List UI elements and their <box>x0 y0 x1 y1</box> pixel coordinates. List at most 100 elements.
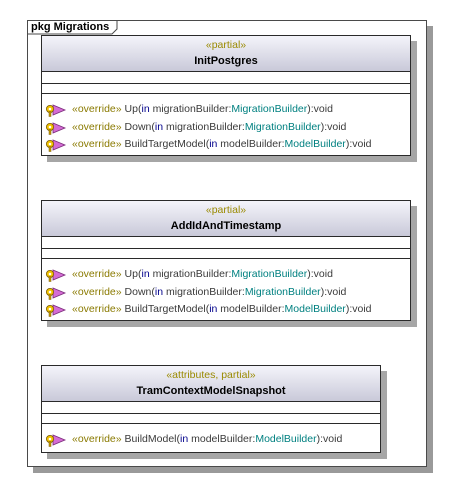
operation-paren-open: ( <box>151 120 155 133</box>
operation-return-type: :void <box>349 303 372 315</box>
operation-return-type: :void <box>320 433 343 445</box>
operation-paren-close: ) <box>345 138 350 150</box>
param-type: MigrationBuilder <box>244 120 321 133</box>
operation-row[interactable]: «override» BuildTargetModel(in modelBuil… <box>42 301 410 319</box>
operation-paren-close: ) <box>316 433 321 445</box>
param-type: MigrationBuilder <box>231 103 308 115</box>
operations-compartment: «override» BuildModel(in modelBuilder:Mo… <box>42 424 380 449</box>
operation-paren-close: ) <box>307 268 311 280</box>
operation-modifier: «override» <box>72 268 122 280</box>
package-tab: pkg Migrations <box>28 21 118 35</box>
param-colon: : <box>228 268 232 280</box>
protected-operation-icon <box>46 269 67 282</box>
operation-modifier: «override» <box>72 433 122 445</box>
class-name[interactable]: TramContextModelSnapshot <box>136 385 286 397</box>
param-direction: in <box>209 138 218 150</box>
attributes-compartment <box>42 402 380 414</box>
operation-modifier: «override» <box>72 120 122 133</box>
operation-return-type: :void <box>349 138 372 150</box>
operation-row[interactable]: «override» Down(in migrationBuilder:Migr… <box>42 119 410 137</box>
protected-operation-icon <box>46 121 67 135</box>
operation-return-type: :void <box>310 103 333 115</box>
param-direction: in <box>154 120 164 133</box>
operation-paren-open: ( <box>205 138 210 150</box>
operation-paren-open: ( <box>176 433 181 445</box>
operation-paren-close: ) <box>345 303 350 315</box>
attributes-compartment <box>42 237 410 249</box>
operation-modifier: «override» <box>72 138 122 150</box>
operation-name: BuildTargetModel <box>124 138 206 150</box>
properties-compartment <box>42 414 380 424</box>
properties-compartment <box>42 249 410 259</box>
class-box-initpostgres[interactable]: «partial» InitPostgres «override» Up(in … <box>41 35 411 156</box>
operation-paren-open: ( <box>137 268 142 280</box>
class-box-tramcontextmodelsnapshot[interactable]: «attributes, partial» TramContextModelSn… <box>41 365 381 453</box>
param-direction: in <box>209 303 218 315</box>
param-direction: in <box>154 285 164 298</box>
class-header: «partial» InitPostgres <box>42 36 410 72</box>
package-tab-border <box>28 21 118 35</box>
param-colon: : <box>281 303 285 315</box>
operations-compartment: «override» Up(in migrationBuilder:Migrat… <box>42 94 410 154</box>
param-colon: : <box>241 120 245 133</box>
operation-row[interactable]: «override» Up(in migrationBuilder:Migrat… <box>42 101 410 119</box>
param-name: migrationBuilder <box>152 268 229 280</box>
param-colon: : <box>228 103 232 115</box>
operation-return-type: :void <box>310 268 333 280</box>
param-name: modelBuilder <box>220 138 282 150</box>
class-stereotype: «attributes, partial» <box>166 369 256 381</box>
param-type: ModelBuilder <box>284 303 346 315</box>
class-header: «partial» AddIdAndTimestamp <box>42 201 410 237</box>
operation-paren-open: ( <box>137 103 142 115</box>
package-title: pkg Migrations <box>31 21 110 33</box>
package-shadow-right <box>427 26 433 473</box>
param-name: migrationBuilder <box>166 285 242 298</box>
operation-return-type: :void <box>324 120 347 133</box>
class-stereotype: «partial» <box>205 39 247 51</box>
operation-row[interactable]: «override» BuildTargetModel(in modelBuil… <box>42 136 410 154</box>
param-type: ModelBuilder <box>284 138 346 150</box>
operation-name: Up <box>124 268 138 280</box>
class-box-addidandtimestamp[interactable]: «partial» AddIdAndTimestamp «override» U… <box>41 200 411 321</box>
operation-name: BuildModel <box>124 433 177 445</box>
properties-compartment <box>42 84 410 94</box>
operation-name: Down <box>124 285 152 298</box>
class-header: «attributes, partial» TramContextModelSn… <box>42 366 380 402</box>
protected-operation-icon <box>46 286 67 300</box>
param-name: modelBuilder <box>220 303 282 315</box>
class-name[interactable]: AddIdAndTimestamp <box>170 220 282 232</box>
param-colon: : <box>281 138 285 150</box>
operation-paren-open: ( <box>205 303 210 315</box>
operation-return-type: :void <box>324 285 347 298</box>
attributes-compartment <box>42 72 410 84</box>
operation-name: Up <box>124 103 138 115</box>
operation-name: BuildTargetModel <box>124 303 206 315</box>
protected-operation-icon <box>46 139 67 152</box>
package-shadow-bottom <box>33 467 433 473</box>
operation-paren-close: ) <box>320 120 325 133</box>
param-colon: : <box>241 285 245 298</box>
param-type: ModelBuilder <box>255 433 317 445</box>
protected-operation-icon <box>46 304 67 317</box>
param-direction: in <box>141 268 150 280</box>
operation-row[interactable]: «override» Up(in migrationBuilder:Migrat… <box>42 266 410 284</box>
param-direction: in <box>180 433 189 445</box>
operation-row[interactable]: «override» Down(in migrationBuilder:Migr… <box>42 284 410 302</box>
operation-modifier: «override» <box>72 303 122 315</box>
operation-name: Down <box>124 120 152 133</box>
operation-paren-open: ( <box>151 285 155 298</box>
param-name: modelBuilder <box>191 433 253 445</box>
operation-modifier: «override» <box>72 285 122 298</box>
operation-paren-close: ) <box>320 285 325 298</box>
param-type: MigrationBuilder <box>231 268 308 280</box>
operation-row[interactable]: «override» BuildModel(in modelBuilder:Mo… <box>42 431 380 449</box>
param-name: migrationBuilder <box>152 103 229 115</box>
class-name[interactable]: InitPostgres <box>194 55 258 67</box>
param-type: MigrationBuilder <box>244 285 321 298</box>
protected-operation-icon <box>46 434 67 447</box>
class-stereotype: «partial» <box>205 204 247 216</box>
param-name: migrationBuilder <box>166 120 242 133</box>
operation-paren-close: ) <box>307 103 311 115</box>
protected-operation-icon <box>46 104 67 117</box>
param-colon: : <box>252 433 256 445</box>
